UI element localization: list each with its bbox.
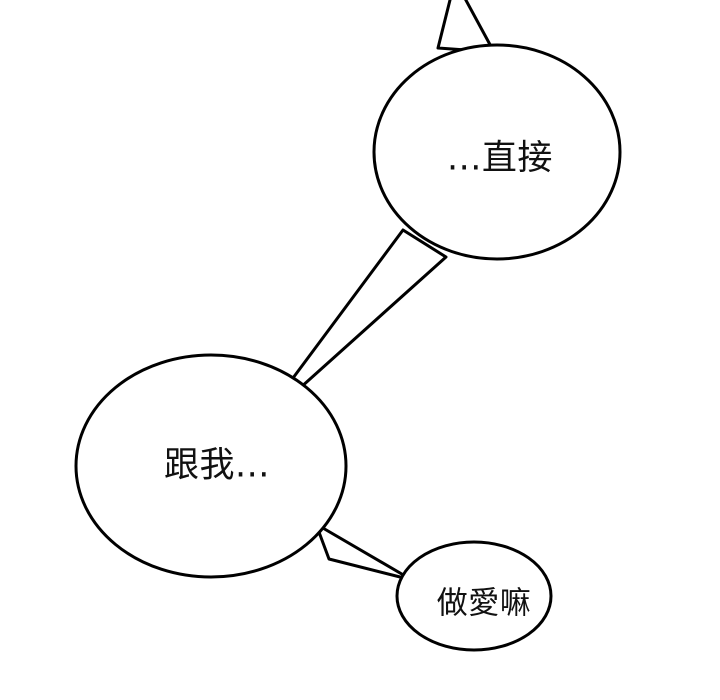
bubble-middle[interactable] xyxy=(74,353,348,579)
tail-middle-to-small xyxy=(314,522,414,582)
bubble-small-text: 做愛嘛 xyxy=(436,585,532,622)
tail-top-to-middle xyxy=(291,228,448,390)
bubble-top[interactable] xyxy=(372,43,622,261)
bubble-top-text: ...直接 xyxy=(447,138,553,179)
bubble-middle-text: 跟我... xyxy=(164,445,270,486)
bubble-small[interactable] xyxy=(395,540,553,652)
